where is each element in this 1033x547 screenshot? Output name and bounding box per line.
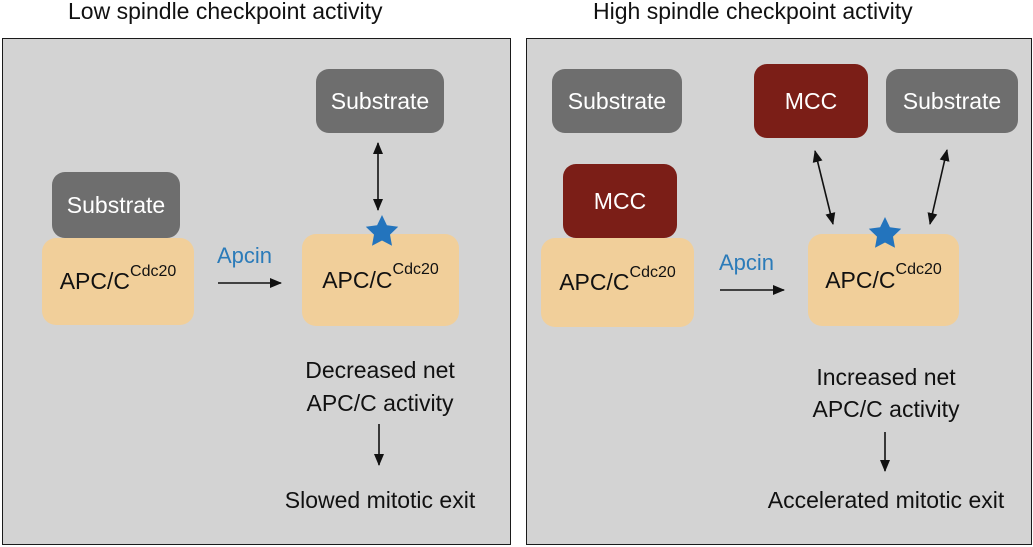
mcc-box: MCC	[754, 64, 868, 138]
result-text: Slowed mitotic exit	[284, 487, 476, 513]
outcome-line-2: APC/C activity	[306, 390, 454, 416]
left-panel-title: Low spindle checkpoint activity	[68, 0, 383, 24]
right-panel-title: High spindle checkpoint activity	[593, 0, 913, 24]
outcome-line-2: APC/C activity	[812, 396, 960, 422]
substrate-box: Substrate	[552, 69, 682, 133]
cdc20-superscript: Cdc20	[629, 263, 676, 281]
cdc20-superscript: Cdc20	[392, 261, 439, 278]
apc-c-label: APC/C	[322, 266, 393, 293]
apcin-label: Apcin	[217, 243, 273, 268]
outcome-line-1: Increased net	[816, 364, 956, 390]
apc-c-label: APC/C	[59, 268, 131, 294]
apc-c-label: APC/C	[825, 266, 896, 293]
cdc20-superscript: Cdc20	[130, 262, 177, 280]
substrate-box: Substrate	[52, 172, 180, 238]
apcin-label: Apcin	[719, 250, 775, 275]
outcome-line-1: Decreased net	[305, 357, 455, 383]
substrate-box: Substrate	[316, 69, 444, 133]
apc-c-label: APC/C	[559, 269, 630, 295]
mcc-box: MCC	[563, 164, 677, 238]
result-text: Accelerated mitotic exit	[767, 487, 1005, 513]
substrate-box: Substrate	[886, 69, 1018, 133]
cdc20-superscript: Cdc20	[895, 261, 942, 278]
